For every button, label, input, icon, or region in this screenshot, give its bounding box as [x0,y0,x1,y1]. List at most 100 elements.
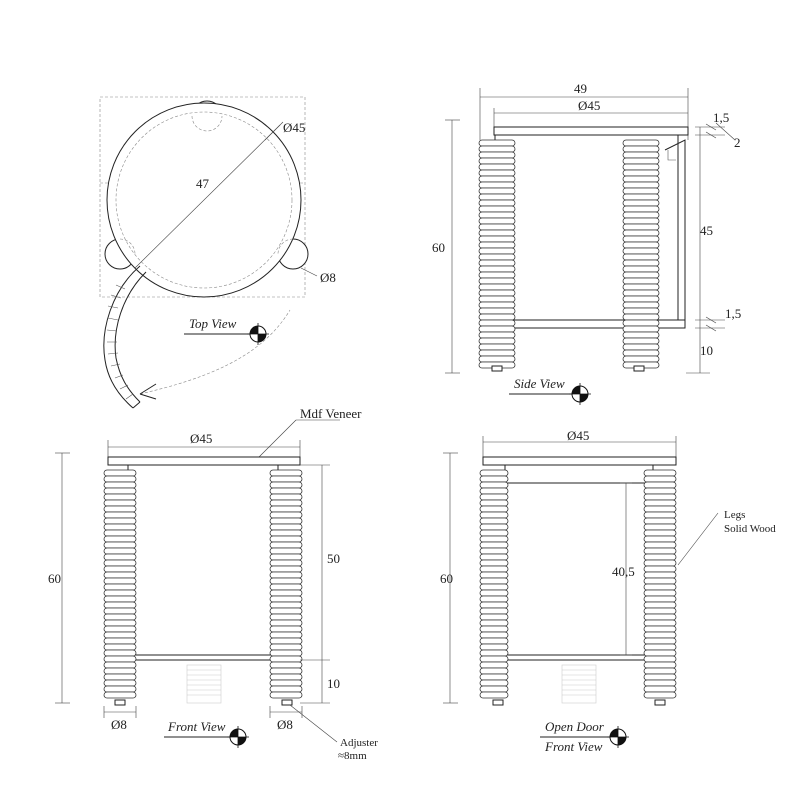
leg-rib [478,163,516,171]
leg-rib [269,583,303,591]
leg-rib [269,589,303,597]
leg-rib [479,667,509,675]
leg-rib [478,337,516,345]
leg-rib [643,619,677,627]
leg-rib [479,589,509,597]
side-top-thickness-label: 1,5 [713,110,729,125]
open-top-diameter-label: Ø45 [567,428,589,443]
leg-rib [479,541,509,549]
leg-rib [622,265,660,273]
leg-rib [479,487,509,495]
leg-rib [643,691,677,699]
leg-rib [479,511,509,519]
leg-rib [269,643,303,651]
top-view: Ø45 47 Ø8 Top View [99,96,336,409]
leg-rib [269,595,303,603]
front-adjuster-size-label: ≈8mm [338,750,367,762]
leg-rib [622,289,660,297]
leg-rib [622,343,660,351]
leg-rib [643,637,677,645]
side-leg-height-label: 10 [700,343,713,358]
leg-rib [478,229,516,237]
leg-rib [643,613,677,621]
leg-rib [269,685,303,693]
leg-rib [103,685,137,693]
leg-rib [269,475,303,483]
side-width-label: 49 [574,81,587,96]
leg-rib [479,535,509,543]
leg-rib [269,553,303,561]
leg-rib [479,631,509,639]
leg-rib [478,205,516,213]
leg-rib [643,625,677,633]
leg-rib [479,691,509,699]
section-marker-icon [246,322,270,346]
leg-rib [479,655,509,663]
leg-rib [643,685,677,693]
leg-rib [103,667,137,675]
leg-rib [478,259,516,267]
leg-rib [103,583,137,591]
leg-rib [103,637,137,645]
leg-rib [269,655,303,663]
open-door-view: Ø45 60 40,5 Legs Solid Wood Open Door [440,428,776,754]
leg-rib [103,535,137,543]
leg-rib [479,475,509,483]
leg-rib [622,187,660,195]
leg-rib [622,259,660,267]
open-view-title-2: Front View [544,739,603,754]
leg-rib [643,547,677,555]
leg-rib [269,679,303,687]
leg-rib [103,601,137,609]
front-veneer-label: Mdf Veneer [300,406,362,421]
leg-rib [479,481,509,489]
open-legs-label-1: Legs [724,509,745,521]
leg-rib [103,613,137,621]
leg-rib [269,523,303,531]
leg-rib [622,349,660,357]
leg-rib [643,535,677,543]
leg-rib [622,193,660,201]
leg-rib [269,601,303,609]
leg-rib [478,223,516,231]
leg-rib [479,685,509,693]
leg-rib [643,493,677,501]
leg-rib [103,529,137,537]
leg-rib [103,577,137,585]
leg-rib [478,217,516,225]
front-leg-right [269,469,303,699]
leg-rib [478,295,516,303]
leg-rib [479,559,509,567]
leg-rib [622,151,660,159]
leg-rib [643,565,677,573]
leg-rib [269,511,303,519]
front-adjuster-label: Adjuster [340,737,378,749]
front-leg-height-label: 10 [327,676,340,691]
leg-rib [643,499,677,507]
leg-rib [622,199,660,207]
leg-rib [622,307,660,315]
front-view-title: Front View [167,719,226,734]
leg-rib [478,331,516,339]
leg-rib [478,169,516,177]
leg-rib [103,553,137,561]
leg-rib [478,187,516,195]
leg-rib [643,481,677,489]
leg-rib [269,529,303,537]
leg-rib [103,649,137,657]
leg-rib [479,493,509,501]
leg-rib [622,337,660,345]
leg-rib [622,283,660,291]
leg-rib [622,223,660,231]
top-view-title: Top View [189,316,237,331]
leg-rib [479,499,509,507]
leg-rib [622,181,660,189]
leg-rib [643,505,677,513]
leg-rib [478,283,516,291]
leg-rib [103,493,137,501]
leg-rib [478,355,516,363]
top-leg-label: Ø8 [320,270,336,285]
leg-rib [103,475,137,483]
leg-rib [103,589,137,597]
leg-rib [622,205,660,213]
